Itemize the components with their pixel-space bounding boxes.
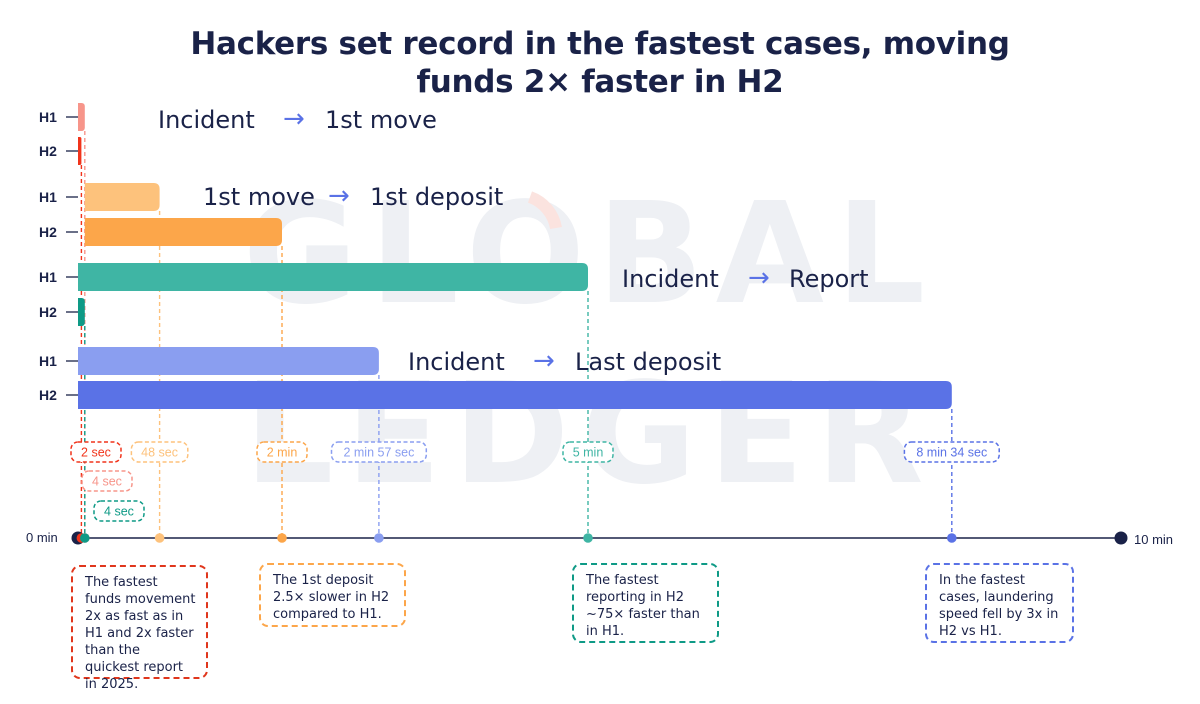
value-tag-group4-h2: 8 min 34 sec [916, 446, 987, 460]
group4-arrow: → [533, 346, 555, 376]
bar-group3-h2 [78, 298, 85, 326]
axis-max-label: 10 min [1134, 532, 1173, 547]
group1-arrow: → [283, 104, 305, 134]
value-tag-box-group2-h2 [256, 441, 308, 463]
row-label-group3-h1: H1 [39, 269, 57, 285]
chart-title-line-1: Hackers set record in the fastest cases,… [190, 26, 1010, 62]
axis-marker-group2-h2 [277, 533, 287, 543]
value-tag-group1-h2: 2 sec [81, 446, 111, 460]
row-label-group1-h2: H2 [39, 143, 57, 159]
group2-label-from: 1st move [203, 183, 315, 211]
value-tag-box-group1-h1 [81, 470, 133, 492]
value-tag-group3-h2: 4 sec [104, 505, 134, 519]
row-label-group3-h2: H2 [39, 304, 57, 320]
row-label-group4-h2: H2 [39, 387, 57, 403]
group3-label-from: Incident [622, 265, 719, 293]
axis-marker-group2-h1 [154, 533, 165, 543]
bar-group4-h1 [78, 347, 379, 375]
value-tag-box-group3-h1 [562, 441, 614, 463]
value-tag-box-group4-h2 [903, 441, 1000, 463]
group2-label-to: 1st deposit [370, 183, 503, 211]
value-tag-box-group4-h1 [330, 441, 428, 463]
bar-group1-h1 [78, 103, 85, 131]
group1-label-to: 1st move [325, 106, 437, 134]
annotation-fastest-reporting: The fastest reporting in H2 ~75× faster … [572, 563, 719, 643]
axis-marker-group3-h1 [583, 533, 593, 543]
value-tag-group2-h2: 2 min [267, 446, 298, 460]
axis-marker-group4-h2 [947, 533, 957, 543]
bar-group2-h2 [84, 218, 282, 246]
axis-end-dot [1114, 531, 1128, 545]
row-label-group4-h1: H1 [39, 353, 57, 369]
bar-group2-h1 [84, 183, 160, 211]
value-tag-box-group1-h2 [70, 441, 122, 463]
watermark-line-2: LEDGER [244, 353, 935, 516]
axis-marker-group4-h1 [374, 533, 384, 543]
group4-label-to: Last deposit [575, 348, 721, 376]
annotation-laundering-speed: In the fastest cases, laundering speed f… [925, 563, 1074, 643]
value-tag-group4-h1: 2 min 57 sec [343, 446, 414, 460]
value-tag-box-group3-h2 [93, 500, 145, 522]
group4-label-from: Incident [408, 348, 505, 376]
group3-arrow: → [748, 263, 770, 293]
chart-title-line-2: funds 2× faster in H2 [416, 64, 784, 100]
bar-group4-h2 [78, 381, 952, 409]
group2-arrow: → [328, 181, 350, 211]
axis-min-label: 0 min [26, 530, 58, 545]
value-tag-group1-h1: 4 sec [92, 475, 122, 489]
value-tag-group3-h1: 5 min [573, 446, 604, 460]
value-tag-group2-h1: 48 sec [141, 446, 178, 460]
axis-marker-group3-h2 [80, 533, 90, 543]
value-tag-box-group2-h1 [130, 441, 189, 463]
group3-label-to: Report [789, 265, 869, 293]
annotation-fastest-funds-movement: The fastest funds movement 2x as fast as… [71, 565, 208, 692]
annotation-first-deposit: The 1st deposit 2.5× slower in H2 compar… [259, 563, 406, 627]
row-label-group2-h2: H2 [39, 224, 57, 240]
bar-group3-h1 [78, 263, 588, 291]
row-label-group1-h1: H1 [39, 109, 57, 125]
group1-label-from: Incident [158, 106, 255, 134]
bar-group1-h2 [78, 137, 82, 165]
watermark-line-1: GLOBAL [243, 173, 937, 336]
watermark-accent [527, 191, 562, 230]
chart-title: Hackers set record in the fastest cases,… [0, 25, 1200, 101]
row-label-group2-h1: H1 [39, 189, 57, 205]
